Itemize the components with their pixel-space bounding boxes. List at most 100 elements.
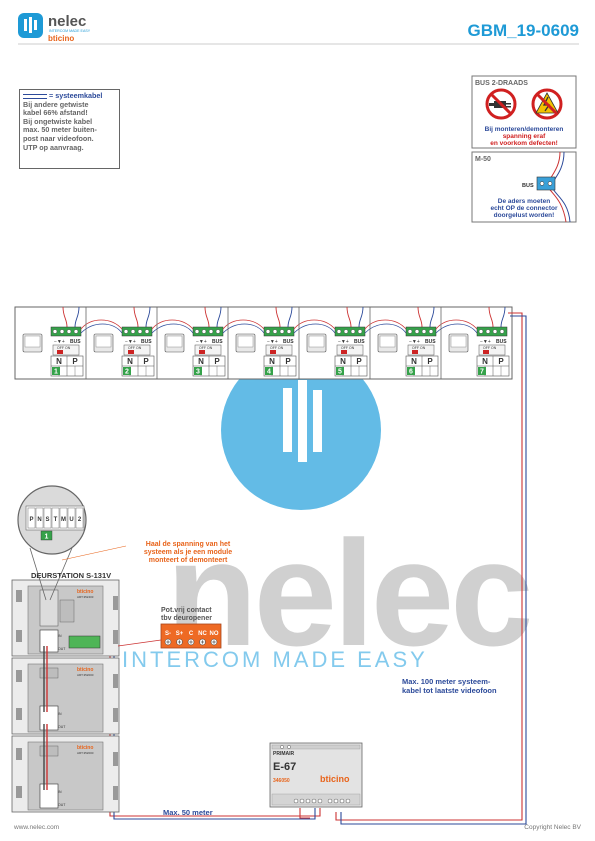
zoom-terminal-label: P — [29, 517, 33, 523]
bus-loop-blue — [80, 323, 123, 334]
terminal-label-p: P — [143, 357, 149, 366]
bus-drop-red — [275, 306, 281, 328]
bus-loop-red — [293, 319, 336, 330]
termination-switch — [407, 344, 435, 356]
switch-label: OFF ON — [57, 346, 71, 350]
terminal-screw-icon — [407, 329, 413, 334]
warning-title: BUS 2-DRAADS — [475, 80, 528, 87]
bus-label: BUS — [141, 339, 152, 345]
station-module-1: bticino ART.352403 IN OUT — [11, 579, 120, 657]
no-voltage-icon — [531, 88, 563, 120]
module-2-in-label: IN — [58, 712, 62, 716]
unit-number-badge — [336, 367, 344, 375]
max100-line-1: Max. 100 meter systeem- — [402, 677, 491, 686]
zoom-terminal-label: S — [45, 517, 49, 523]
switch-label: OFF ON — [412, 346, 426, 350]
terminal-screw-icon — [286, 329, 292, 334]
bus-loop-red — [80, 319, 123, 330]
psu-primary-label: PRIMAIR — [273, 751, 295, 757]
bus-drop-red — [346, 306, 352, 328]
bus-loop-blue — [151, 323, 194, 334]
bus-label: BUS — [496, 339, 507, 345]
terminal-screw-icon — [66, 329, 72, 334]
module-2-brand: bticino — [77, 667, 93, 673]
terminal-label-p: P — [214, 357, 220, 366]
relay-terminal-label: S- — [165, 631, 171, 637]
termination-switch — [265, 344, 293, 356]
bus-drop-red — [62, 306, 68, 328]
relay-terminal-label: S+ — [176, 631, 184, 637]
module-flat-cables — [43, 646, 48, 790]
polarity-icon: −▼+ — [54, 339, 65, 345]
zoom-terminal — [43, 507, 52, 529]
polarity-icon: −▼+ — [125, 339, 136, 345]
legend-title: = systeemkabel — [49, 91, 103, 100]
terminal-screw-icon — [73, 329, 79, 334]
unit-number-badge — [478, 367, 486, 375]
terminal-label-n: N — [127, 357, 133, 366]
unit-number-badge — [265, 367, 273, 375]
zoom-terminal-label: 2 — [78, 517, 82, 523]
terminal-screw-icon — [421, 329, 427, 334]
terminal-screw-icon — [201, 329, 207, 334]
unit-number: 7 — [480, 369, 484, 376]
watermark-tagline: INTERCOM MADE EASY — [122, 647, 428, 672]
switch-label: OFF ON — [483, 346, 497, 350]
watermark: nelec INTERCOM MADE EASY — [122, 350, 534, 677]
m50-box: M-50 BUS De aders moeten echt OP de conn… — [471, 151, 577, 223]
termination-switch — [52, 344, 80, 356]
monitor-screen — [95, 335, 112, 348]
bus-label: BUS — [212, 339, 223, 345]
terminal-screw-icon — [208, 329, 214, 334]
terminal-screw-icon — [130, 329, 136, 334]
module-1-in-label: IN — [58, 634, 62, 638]
terminal-screw-icon — [499, 329, 505, 334]
terminal-screw-icon — [194, 329, 200, 334]
zoom-terminal-label: N — [37, 517, 41, 523]
termination-switch — [194, 344, 222, 356]
monitor-screen — [24, 335, 41, 348]
bus-drop-red — [417, 306, 423, 328]
terminal-label-p: P — [285, 357, 291, 366]
module-1-out-label: OUT — [58, 647, 66, 651]
m50-line-1: De aders moeten — [498, 198, 550, 205]
terminal-screw-icon — [485, 329, 491, 334]
m50-title: M-50 — [475, 156, 491, 163]
zoom-terminal — [35, 507, 44, 529]
terminal-screw-icon — [428, 329, 434, 334]
relay-terminal-label: NC — [198, 631, 207, 637]
bus-terminal-block — [121, 326, 153, 337]
bus-label: BUS — [425, 339, 436, 345]
cable-riser-blue — [340, 315, 527, 825]
bus-drop-red — [133, 306, 139, 328]
unit-number: 3 — [196, 369, 200, 376]
bus-loop-red — [435, 319, 478, 330]
zoom-terminal-label: U — [69, 517, 73, 523]
m50-bus-label: BUS — [522, 183, 534, 189]
bus-drop-blue — [74, 306, 80, 328]
station-module-2: bticino ART.352000 IN OUT — [11, 657, 120, 735]
door-station: DEURSTATION S-131V bticino ART.352403 IN… — [11, 571, 120, 813]
bus-drop-blue — [358, 306, 364, 328]
switch-knob-icon — [128, 350, 134, 354]
no-plug-icon — [485, 88, 517, 120]
m50-line-2: echt OP de connector — [490, 205, 558, 212]
terminal-label-p: P — [498, 357, 504, 366]
module-1-code: ART.352403 — [77, 595, 94, 599]
bus-drop-blue — [216, 306, 222, 328]
monitor-screen — [450, 335, 467, 348]
module-3-brand: bticino — [77, 745, 93, 751]
bus-label: BUS — [354, 339, 365, 345]
legend-line-6: UTP op aanvraag. — [23, 142, 84, 152]
bus-loop-red — [364, 319, 407, 330]
bus-drop-red — [488, 306, 494, 328]
switch-knob-icon — [341, 350, 347, 354]
legend-box: = systeemkabel Bij andere getwiste kabel… — [19, 89, 120, 169]
